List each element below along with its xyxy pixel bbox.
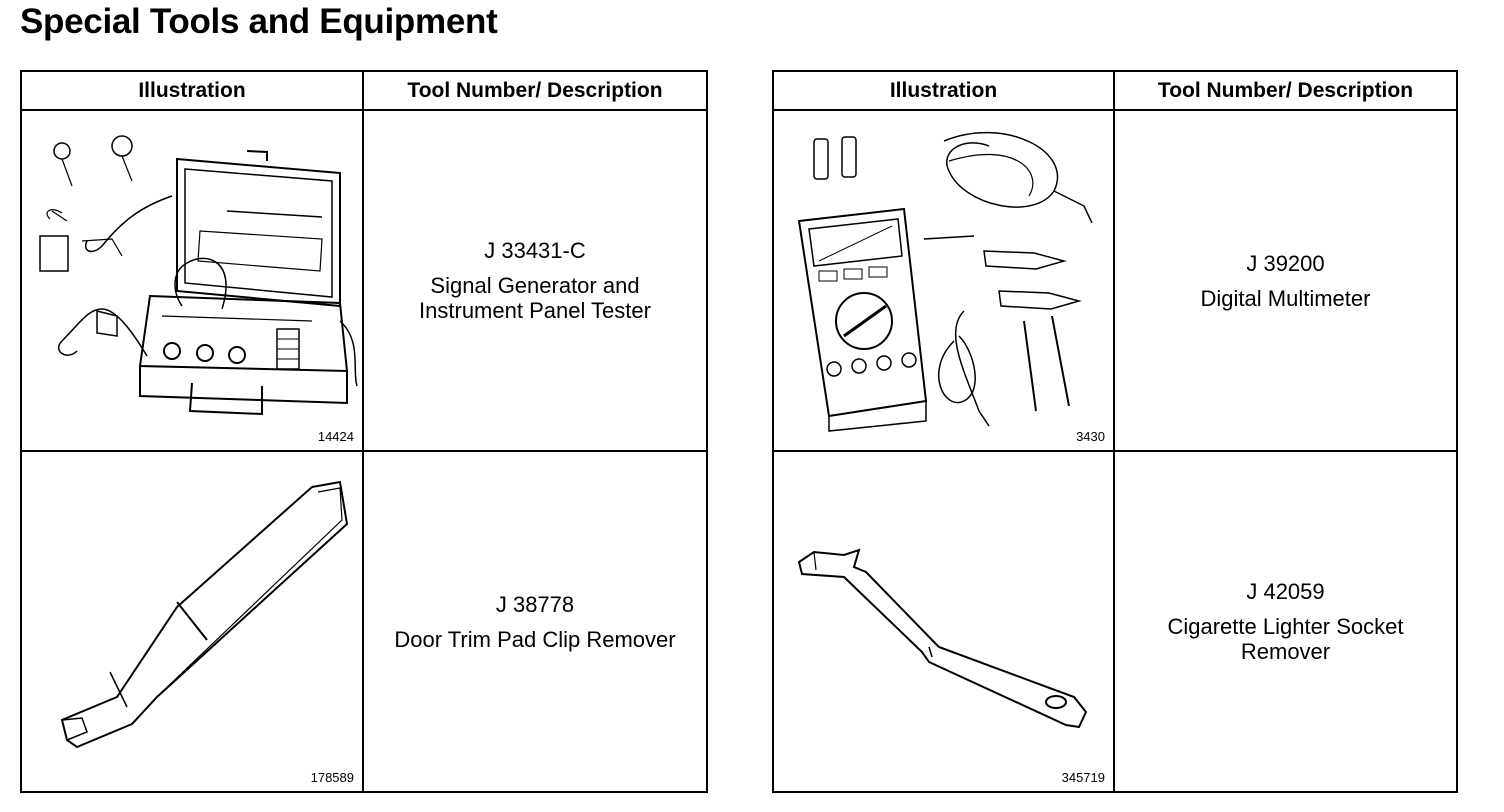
table-row: 3430 J 39200 Digital Multimeter xyxy=(772,109,1458,452)
header-row: Illustration Tool Number/ Description xyxy=(20,70,708,111)
description-cell: J 42059 Cigarette Lighter Socket Remover xyxy=(1113,450,1458,793)
clip-remover-icon xyxy=(60,480,349,749)
description-cell: J 33431-C Signal Generator and Instrumen… xyxy=(362,109,708,452)
figure-number: 345719 xyxy=(1061,770,1105,785)
figure-number: 178589 xyxy=(310,770,354,785)
tool-description: Signal Generator and Instrument Panel Te… xyxy=(419,273,651,323)
tool-number: J 38778 xyxy=(495,591,575,617)
illustration-cell: 14424 xyxy=(20,109,364,452)
tool-description: Digital Multimeter xyxy=(1200,285,1371,311)
tool-number: J 42059 xyxy=(1246,579,1325,604)
header-row: Illustration Tool Number/ Description xyxy=(772,70,1458,111)
tools-table-left: Illustration Tool Number/ Description xyxy=(20,70,708,793)
socket-remover-icon xyxy=(797,548,1088,729)
table-row: 14424 J 33431-C Signal Generator and Ins… xyxy=(20,109,708,452)
tester-case-icon xyxy=(39,135,358,416)
illustration-cell: 178589 xyxy=(20,450,364,793)
tool-description: Door Trim Pad Clip Remover xyxy=(394,626,676,652)
description-cell: J 39200 Digital Multimeter xyxy=(1113,109,1458,452)
table-row: 345719 J 42059 Cigarette Lighter Socket … xyxy=(772,450,1458,793)
tool-number: J 33431-C xyxy=(484,238,586,263)
tools-table-right: Illustration Tool Number/ Description xyxy=(772,70,1458,793)
tool-description: Cigarette Lighter Socket Remover xyxy=(1167,614,1404,664)
description-cell: J 38778 Door Trim Pad Clip Remover xyxy=(362,450,708,793)
illustration-header: Illustration xyxy=(772,70,1115,111)
illustration-header: Illustration xyxy=(20,70,364,111)
figure-number: 14424 xyxy=(317,429,354,444)
tool-header: Tool Number/ Description xyxy=(1113,70,1458,111)
tool-header: Tool Number/ Description xyxy=(362,70,708,111)
illustration-cell: 345719 xyxy=(772,450,1115,793)
illustration-cell: 3430 xyxy=(772,109,1115,452)
table-row: 178589 J 38778 Door Trim Pad Clip Remove… xyxy=(20,450,708,793)
tool-number: J 39200 xyxy=(1246,250,1325,276)
figure-number: 3430 xyxy=(1076,429,1105,444)
multimeter-icon xyxy=(797,131,1093,432)
page-title: Special Tools and Equipment xyxy=(20,2,498,41)
